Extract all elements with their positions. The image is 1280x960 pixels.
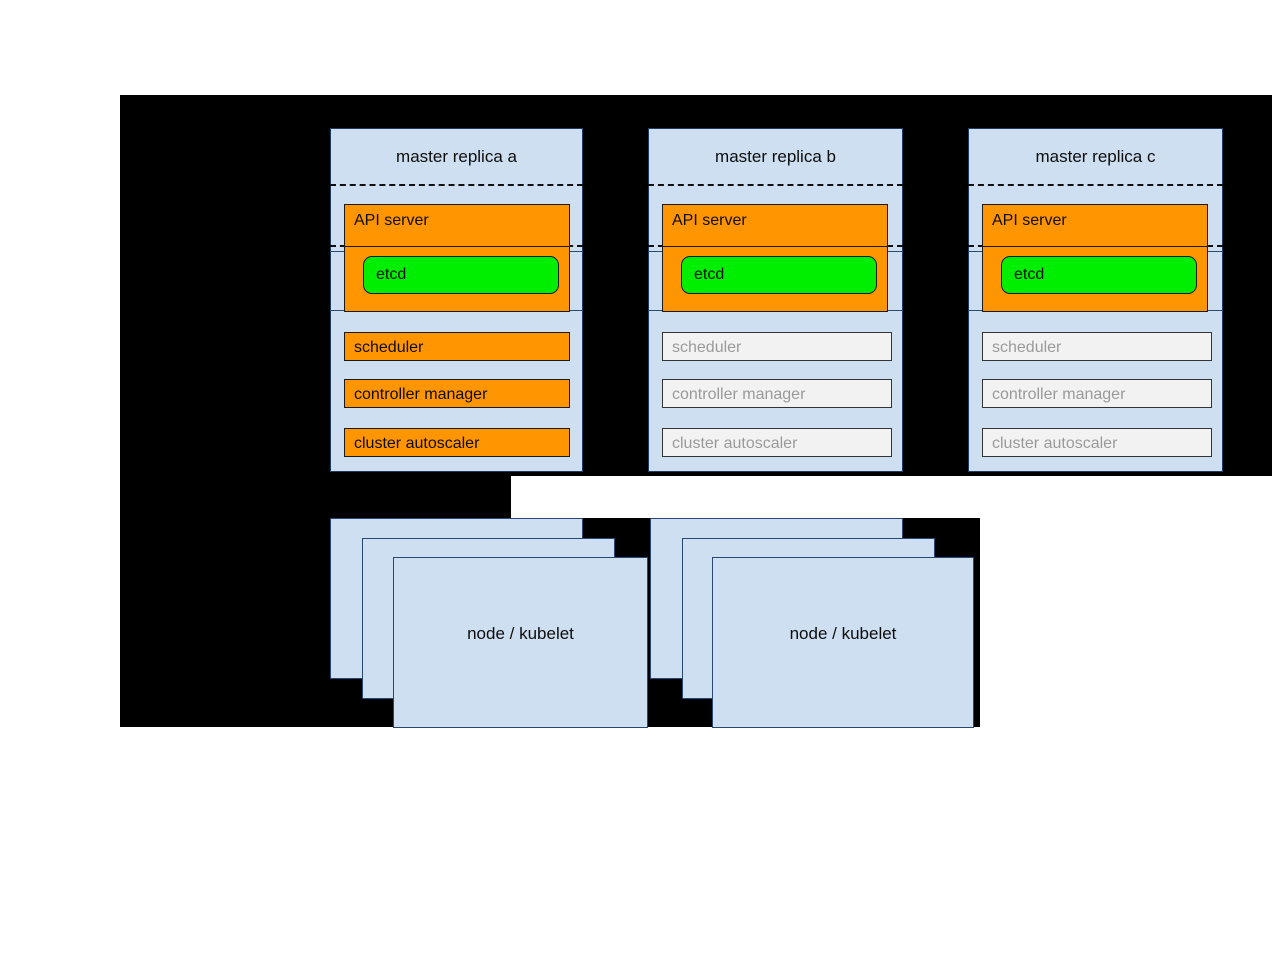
master-replica-a[interactable]: master replica a API server etcd schedul…	[330, 128, 583, 472]
replica-b-etcd[interactable]: etcd	[681, 256, 877, 294]
replica-a-api-server-label: API server	[354, 212, 429, 229]
master-replica-b-title: master replica b	[715, 147, 836, 166]
replica-b-etcd-label: etcd	[694, 266, 725, 283]
replica-b-api-server-label: API server	[672, 212, 747, 229]
replica-b-api-server[interactable]: API server	[662, 204, 888, 248]
master-replica-c[interactable]: master replica c API server etcd schedul…	[968, 128, 1223, 472]
master-replica-a-title: master replica a	[396, 147, 517, 166]
replica-a-cluster-autoscaler[interactable]: cluster autoscaler	[344, 428, 570, 457]
replica-a-etcd-label: etcd	[376, 266, 407, 283]
replica-c-dashed-divider-top	[968, 184, 1223, 186]
replica-c-api-server-label: API server	[992, 212, 1067, 229]
replica-c-etcd[interactable]: etcd	[1001, 256, 1197, 294]
node-group-1-front[interactable]: node / kubelet	[393, 557, 648, 728]
replica-a-controller-manager[interactable]: controller manager	[344, 379, 570, 408]
replica-c-controller-manager[interactable]: controller manager	[982, 379, 1212, 408]
gap-strip	[511, 476, 1280, 518]
node-group-2-front[interactable]: node / kubelet	[712, 557, 974, 728]
replica-c-etcd-label: etcd	[1014, 266, 1045, 283]
replica-c-scheduler[interactable]: scheduler	[982, 332, 1212, 361]
replica-b-dashed-divider-top	[648, 184, 903, 186]
replica-c-cluster-autoscaler[interactable]: cluster autoscaler	[982, 428, 1212, 457]
backdrop-left-mid	[120, 476, 511, 518]
replica-c-api-server[interactable]: API server	[982, 204, 1208, 248]
node-group-1-label: node / kubelet	[467, 624, 574, 643]
master-replica-b[interactable]: master replica b API server etcd schedul…	[648, 128, 903, 472]
replica-b-cluster-autoscaler[interactable]: cluster autoscaler	[662, 428, 892, 457]
replica-a-etcd[interactable]: etcd	[363, 256, 559, 294]
replica-a-dashed-divider-top	[330, 184, 583, 186]
replica-b-scheduler[interactable]: scheduler	[662, 332, 892, 361]
replica-a-scheduler[interactable]: scheduler	[344, 332, 570, 361]
master-replica-c-title: master replica c	[1035, 147, 1156, 166]
replica-a-api-server[interactable]: API server	[344, 204, 570, 248]
node-group-2-label: node / kubelet	[789, 624, 897, 643]
replica-b-controller-manager[interactable]: controller manager	[662, 379, 892, 408]
